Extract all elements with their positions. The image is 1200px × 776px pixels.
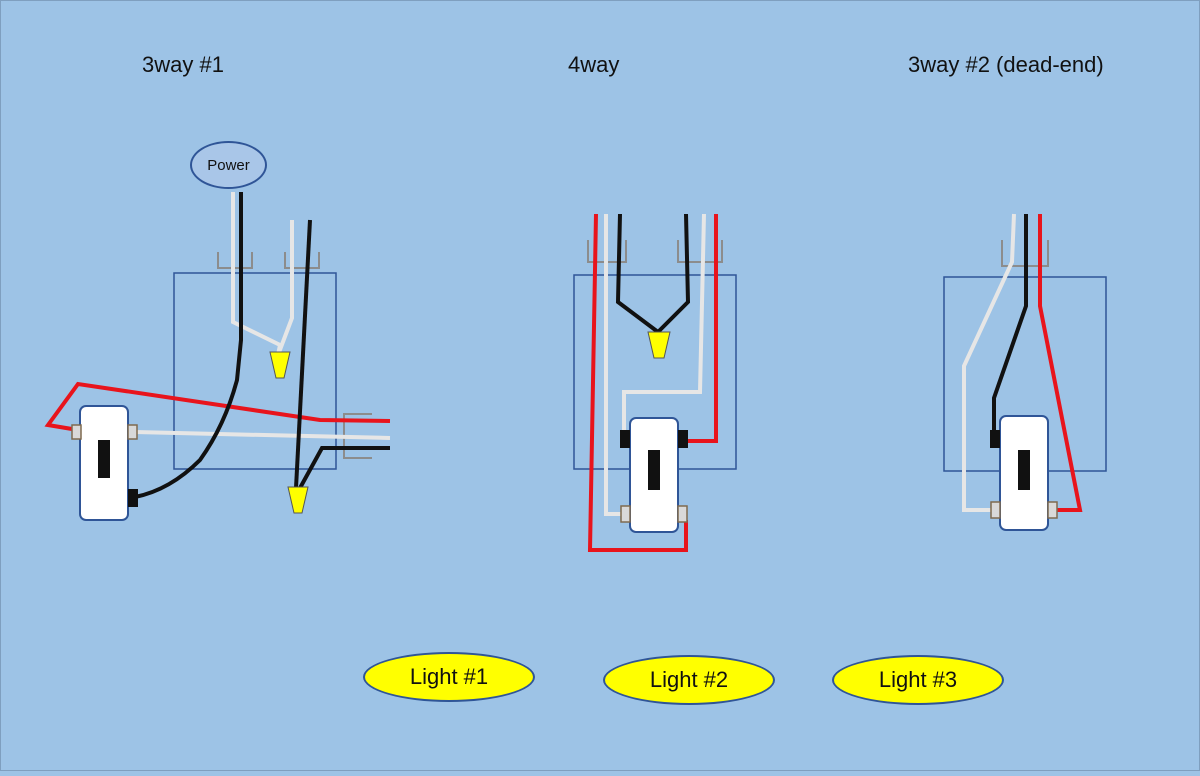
light-2-label: Light #2	[649, 667, 729, 692]
red-wire-1	[44, 381, 391, 432]
white-wire-3	[962, 213, 1016, 512]
black-wire-1c	[298, 446, 390, 489]
terminal-1c	[128, 489, 138, 507]
wire-nut-1b	[287, 486, 309, 514]
cable-clamp-1b	[284, 252, 320, 269]
title-4way: 4way	[568, 52, 620, 77]
switch-device-2[interactable]	[620, 417, 688, 533]
toggle-lever-2[interactable]	[648, 450, 660, 490]
wire-nut-1a	[269, 351, 291, 379]
terminal-1b	[127, 424, 138, 440]
switch-device-1[interactable]	[71, 405, 138, 521]
switch2-group	[573, 213, 737, 552]
white-wire-1c	[134, 430, 391, 440]
light-3[interactable]: Light #3	[832, 655, 1004, 705]
red-wire-2b	[688, 214, 718, 443]
black-wire-power	[134, 192, 243, 499]
toggle-lever-1[interactable]	[98, 440, 110, 478]
title-3way-1: 3way #1	[142, 52, 224, 77]
cable-clamp-2b	[677, 240, 723, 263]
black-wire-2b	[656, 213, 691, 334]
wire-nut-2	[647, 331, 671, 359]
black-wire-2a	[615, 213, 660, 334]
terminal-3b	[990, 501, 1001, 519]
junction-box-1	[173, 272, 337, 470]
light-3-label: Light #3	[878, 667, 958, 692]
black-wire-3	[992, 214, 1028, 432]
toggle-lever-3[interactable]	[1018, 450, 1030, 490]
terminal-2b	[678, 430, 688, 448]
white-wire-2b	[622, 213, 706, 430]
terminal-3c	[1047, 501, 1058, 519]
switch-device-3[interactable]	[990, 415, 1058, 531]
switch3-group	[943, 213, 1107, 531]
title-3way-2: 3way #2 (dead-end)	[908, 52, 1104, 77]
light-2[interactable]: Light #2	[603, 655, 775, 705]
terminal-2a	[620, 430, 630, 448]
power-label: Power	[207, 156, 250, 174]
switch1-group	[44, 192, 391, 521]
light-1[interactable]: Light #1	[363, 652, 535, 702]
red-wire-2a	[587, 213, 688, 552]
terminal-2d	[677, 505, 688, 523]
red-wire-3	[1038, 214, 1083, 512]
terminal-3a	[990, 430, 1000, 448]
terminal-2c	[620, 505, 631, 523]
light-1-label: Light #1	[409, 664, 489, 689]
power-source: Power	[190, 141, 267, 189]
terminal-1a	[71, 424, 82, 440]
black-wire-1b	[294, 219, 312, 489]
white-wire-1b	[276, 220, 294, 356]
